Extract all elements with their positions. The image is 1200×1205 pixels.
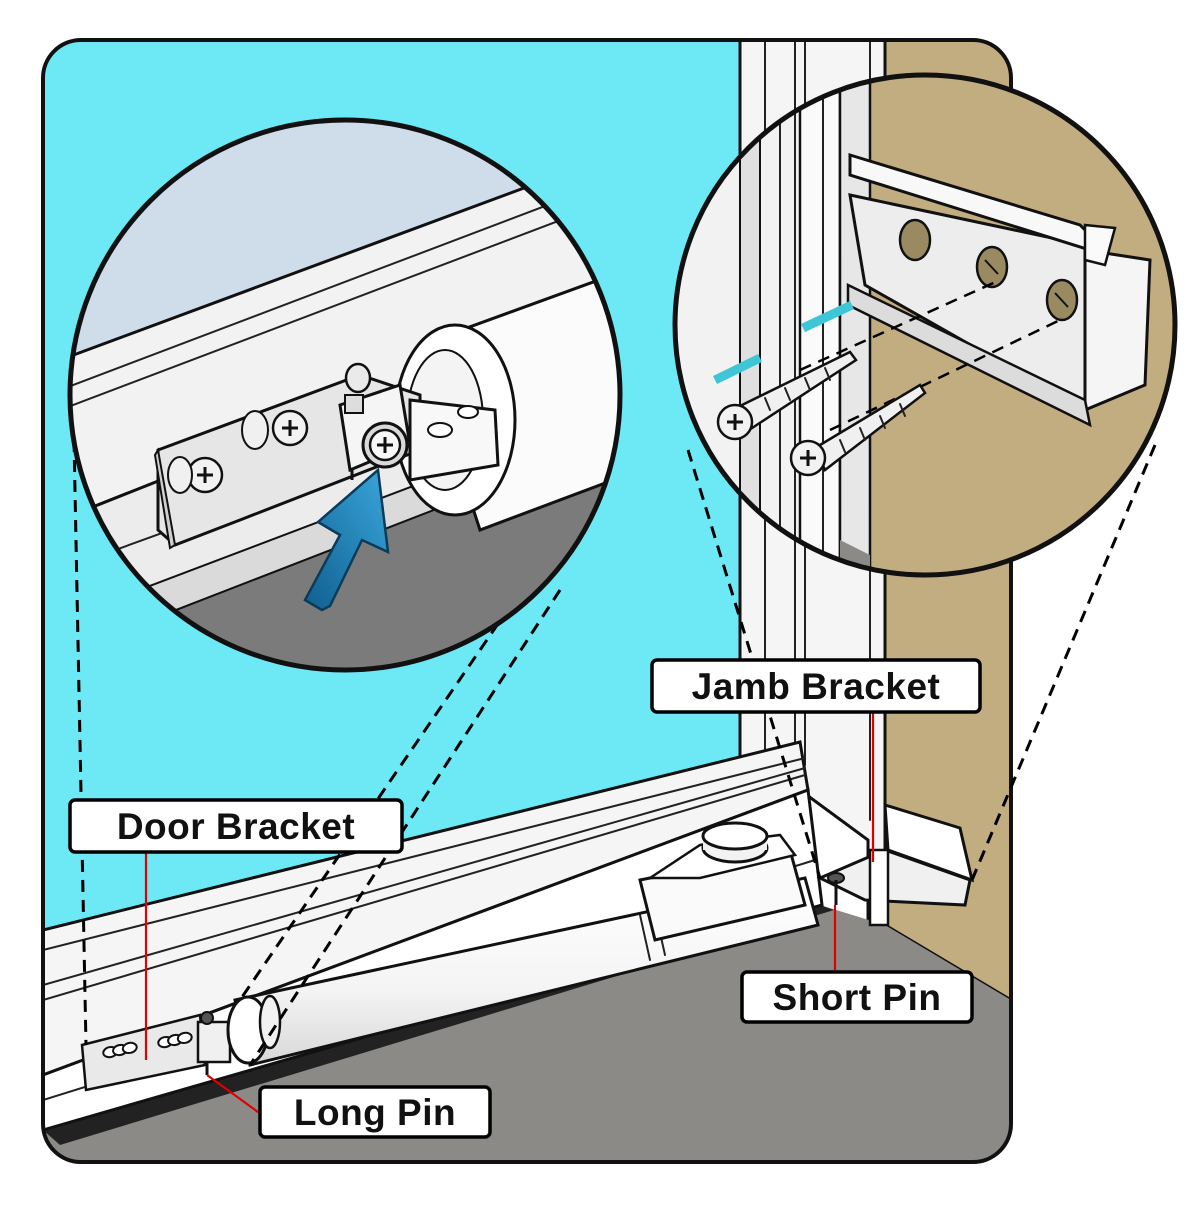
insert-pin-arrow-icon: [303, 467, 390, 612]
callout-long-pin: Long Pin: [258, 1085, 492, 1139]
jamb-screw-1: [716, 350, 858, 441]
jamb-screw-2: [789, 383, 927, 477]
callout-jamb-bracket: Jamb Bracket: [650, 658, 982, 714]
door-bracket-detail-lens: [67, 117, 623, 673]
phillips-screw-icon: [789, 439, 827, 477]
door-bracket-screw-1-icon: [186, 456, 224, 494]
leader-lines: [144, 712, 875, 1114]
tape-mark-1: [713, 353, 762, 385]
door-closer-cylinder: [226, 821, 820, 1067]
label-jamb-bracket: Jamb Bracket: [692, 666, 941, 707]
label-short-pin: Short Pin: [773, 977, 942, 1018]
callout-short-pin: Short Pin: [740, 970, 974, 1024]
jamb-bracket-part: [816, 802, 975, 927]
tape-mark-2: [801, 300, 854, 333]
phillips-screw-icon: [716, 403, 754, 441]
label-long-pin: Long Pin: [294, 1092, 456, 1133]
callout-door-bracket: Door Bracket: [68, 798, 404, 854]
label-door-bracket: Door Bracket: [117, 806, 355, 847]
jamb-bracket-detail-lens: [672, 72, 1178, 578]
door-bracket-screw-2-icon: [271, 409, 309, 447]
door-bracket-part: [80, 1011, 232, 1092]
illustration-frame: [41, 38, 1013, 1164]
